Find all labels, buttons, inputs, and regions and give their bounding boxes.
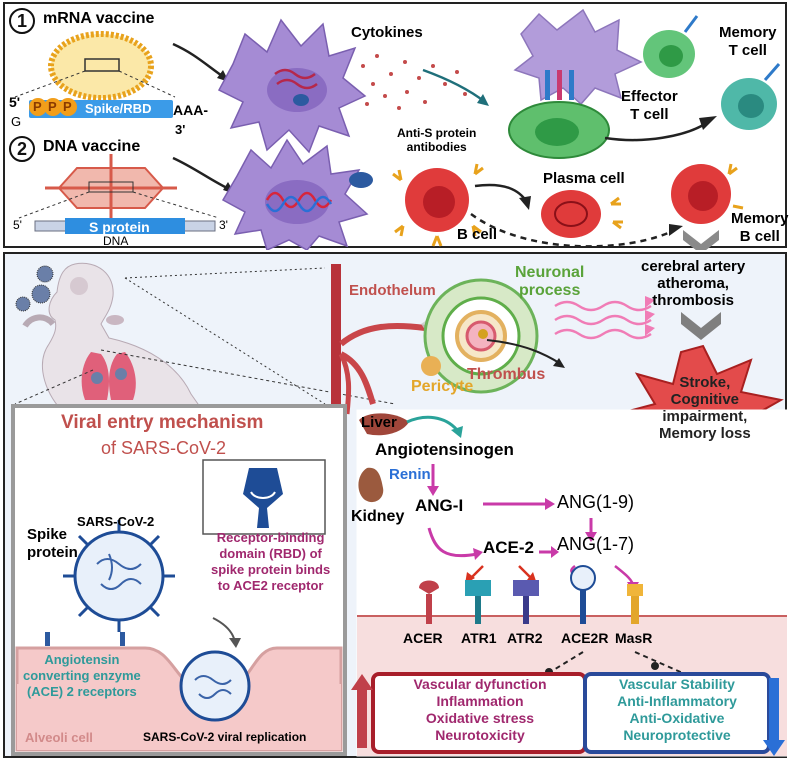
viral-entry-title: Viral entry mechanism	[61, 412, 264, 433]
thrombus-label: Thrombus	[467, 366, 546, 383]
anti-s-antibodies-label: Anti-S protein antibodies	[397, 126, 477, 154]
alveoli-cell-label: Alveoli cell	[25, 730, 93, 745]
effector-t-cell-label: Effector T cell	[621, 88, 678, 123]
memory-t-cell-label: Memory T cell	[719, 24, 777, 59]
dendritic-cell-dna	[221, 138, 373, 250]
ang17-label: ANG(1-7)	[557, 534, 635, 554]
ang19-label: ANG(1-9)	[557, 492, 635, 512]
receptor-label-ace2r: ACE2R	[561, 630, 609, 646]
ang1-label: ANG-I	[415, 496, 464, 515]
rbd-binding-text: Receptor-binding domain (RBD) of spike p…	[211, 530, 331, 593]
patient-figure	[15, 262, 206, 415]
vessel-cross-section	[421, 278, 539, 394]
step-2-badge: 2	[9, 136, 35, 162]
harmful-outcomes-text: Vascular dyfunction Inflammation Oxidati…	[413, 676, 547, 743]
step-1-badge: 1	[9, 8, 35, 34]
mrna-three-prime: 3'	[175, 122, 186, 137]
receptor-label-masr: MasR	[615, 630, 653, 646]
pathology-graphics	[11, 262, 788, 757]
mrna-five-prime: 5'	[9, 94, 21, 110]
memory-b-cell-label: Memory B cell	[731, 210, 789, 245]
viral-entry-subtitle: of SARS-CoV-2	[101, 438, 227, 458]
angiotensinogen-label: Angiotensinogen	[375, 440, 514, 459]
ace2-receptors-label: Angiotensin converting enzyme (ACE) 2 re…	[23, 652, 141, 699]
dna-label: DNA	[103, 234, 129, 248]
dna-nanoparticle	[18, 154, 220, 234]
phosphate-1: P	[33, 99, 42, 114]
dna-three-prime: 3'	[219, 218, 228, 232]
phosphate-2: P	[48, 99, 57, 114]
atr1-receptor	[465, 580, 491, 624]
pericyte-label: Pericyte	[411, 378, 474, 395]
neuronal-process-label: Neuronal process	[515, 264, 585, 299]
stroke-outcome-text: Stroke, Cognitive impairment, Memory los…	[659, 374, 751, 442]
vaccine-graphics	[14, 8, 781, 250]
spike-rbd-label: Spike/RBD	[85, 101, 152, 116]
vaccine-panel: 1 mRNA vaccine 5' G P P P Spike/RBD AAA-…	[3, 2, 789, 250]
mrna-vaccine-title: mRNA vaccine	[43, 10, 155, 27]
atr2-receptor	[513, 580, 539, 624]
dna-five-prime: 5'	[13, 218, 22, 232]
receptor-label-atr2: ATR2	[507, 630, 543, 646]
s-protein-label: S protein	[89, 219, 150, 235]
mrna-cap: G	[11, 114, 22, 129]
plasma-cell-label: Plasma cell	[543, 170, 625, 187]
kidney-label: Kidney	[351, 508, 405, 525]
receptor-label-atr1: ATR1	[461, 630, 497, 646]
viral-replication-label: SARS-CoV-2 viral replication	[143, 730, 307, 744]
renin-label: Renin	[389, 466, 431, 483]
mrna-nanoparticle	[14, 31, 176, 101]
spike-protein-label: Spike protein	[27, 526, 78, 561]
cytokine-dots	[361, 54, 467, 110]
ace2-label: ACE-2	[483, 538, 535, 557]
ace2r-receptor	[570, 565, 596, 624]
acer-receptor	[419, 580, 439, 624]
protective-outcomes-text: Vascular Stability Anti-Inflammatory Ant…	[617, 676, 737, 743]
liver-label: Liver	[361, 414, 397, 431]
masr-receptor	[627, 584, 643, 624]
cerebral-artery-label: cerebral artery atheroma, thrombosis	[641, 258, 746, 309]
polya-tail: AAA-	[173, 102, 208, 118]
sars-cov-2-virion	[63, 520, 175, 632]
receptor-label-acer: ACER	[403, 630, 443, 646]
endothelium-label: Endothelum	[349, 282, 436, 299]
cytokines-label: Cytokines	[351, 24, 423, 41]
sars-cov-2-label: SARS-CoV-2	[77, 514, 155, 529]
b-cell-label: B cell	[457, 226, 498, 243]
dna-vaccine-title: DNA vaccine	[43, 138, 141, 155]
dendritic-cell-mrna	[217, 18, 367, 154]
pathology-panel: Endothelum Neuronal process Pericyte Thr…	[3, 252, 788, 758]
phosphate-3: P	[63, 99, 72, 114]
